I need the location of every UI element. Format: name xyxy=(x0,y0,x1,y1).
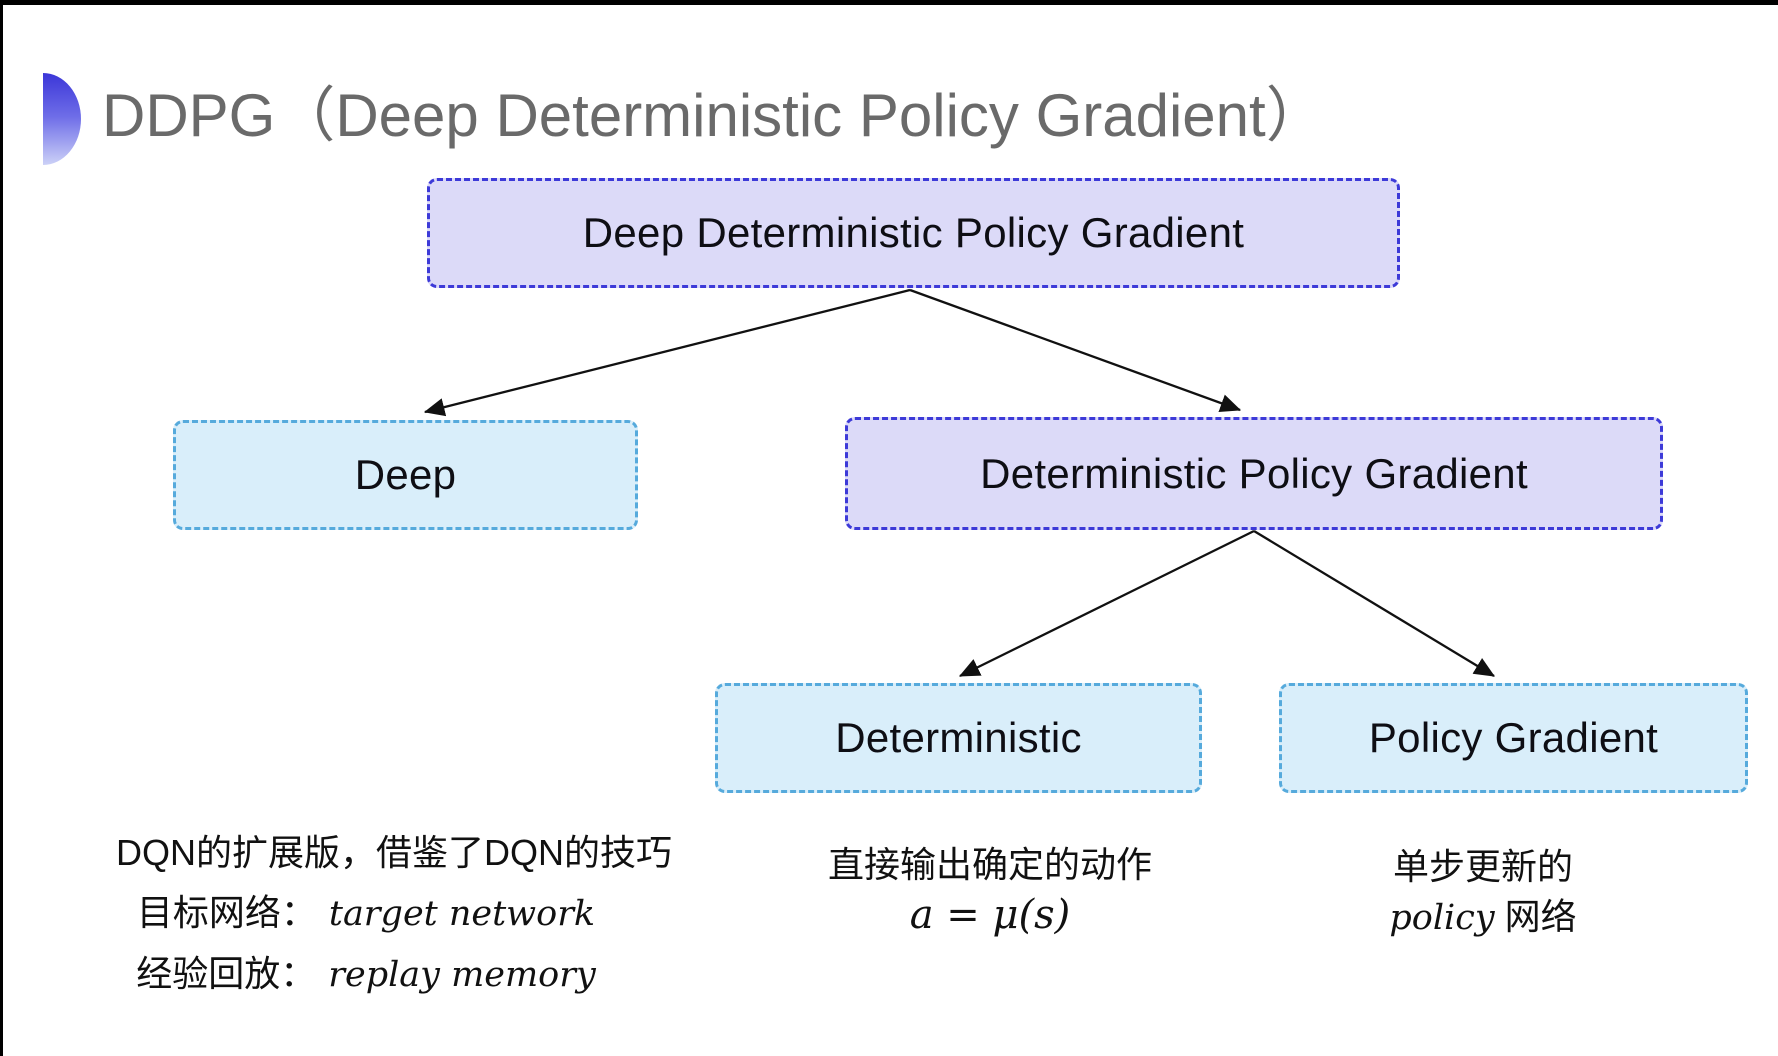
node-deterministic: Deterministic xyxy=(715,683,1202,793)
accent-half-circle-icon xyxy=(43,73,81,165)
arrow-root-to-deep xyxy=(423,288,911,417)
node-deep-deterministic-policy-gradient: Deep Deterministic Policy Gradient xyxy=(427,178,1400,288)
formula-a-equals-mu-s: a = μ(s) xyxy=(909,892,1071,938)
node-label: Deterministic xyxy=(835,714,1082,761)
note-policy-gradient-suffix: 网络 xyxy=(1494,896,1577,937)
arrow-root-to-dpg xyxy=(909,288,1242,412)
note-deep-line3-label: 经验回放： xyxy=(136,953,317,994)
node-label: Deep xyxy=(354,451,457,498)
note-policy-gradient-term: policy xyxy=(1389,898,1495,938)
note-deep-line2-term: target network xyxy=(328,894,596,934)
note-deterministic-line1: 直接输出确定的动作 xyxy=(827,844,1152,885)
note-policy-gradient-line2: policy 网络 xyxy=(1233,892,1733,943)
note-policy-gradient: 单步更新的 policy 网络 xyxy=(1233,842,1733,943)
page-title: DDPG（Deep Deterministic Policy Gradient） xyxy=(102,82,1326,149)
top-border-line xyxy=(0,0,1778,5)
node-label: Deterministic Policy Gradient xyxy=(980,449,1528,497)
note-policy-gradient-line1: 单步更新的 xyxy=(1392,846,1573,887)
note-deep-line1: DQN的扩展版，借鉴了DQN的技巧 xyxy=(116,832,672,873)
arrow-dpg-to-policy-gradient xyxy=(1253,530,1495,677)
node-policy-gradient: Policy Gradient xyxy=(1279,683,1748,793)
node-deterministic-policy-gradient: Deterministic Policy Gradient xyxy=(845,417,1663,530)
left-border-line xyxy=(0,0,3,1056)
node-label: Policy Gradient xyxy=(1368,714,1659,761)
note-deterministic-formula: a = μ(s) xyxy=(740,890,1240,941)
note-deterministic: 直接输出确定的动作 a = μ(s) xyxy=(740,840,1240,941)
node-deep: Deep xyxy=(173,420,638,530)
note-deep-line3-term: replay memory xyxy=(328,955,596,995)
note-deep-line2-label: 目标网络： xyxy=(136,892,317,933)
node-label: Deep Deterministic Policy Gradient xyxy=(582,209,1245,256)
note-deep-line2: 目标网络： target network xyxy=(116,883,616,944)
arrow-dpg-to-deterministic xyxy=(958,529,1255,678)
note-deep-line3: 经验回放： replay memory xyxy=(116,944,616,1005)
note-deep: DQN的扩展版，借鉴了DQN的技巧 目标网络： target network 经验… xyxy=(116,823,672,1005)
